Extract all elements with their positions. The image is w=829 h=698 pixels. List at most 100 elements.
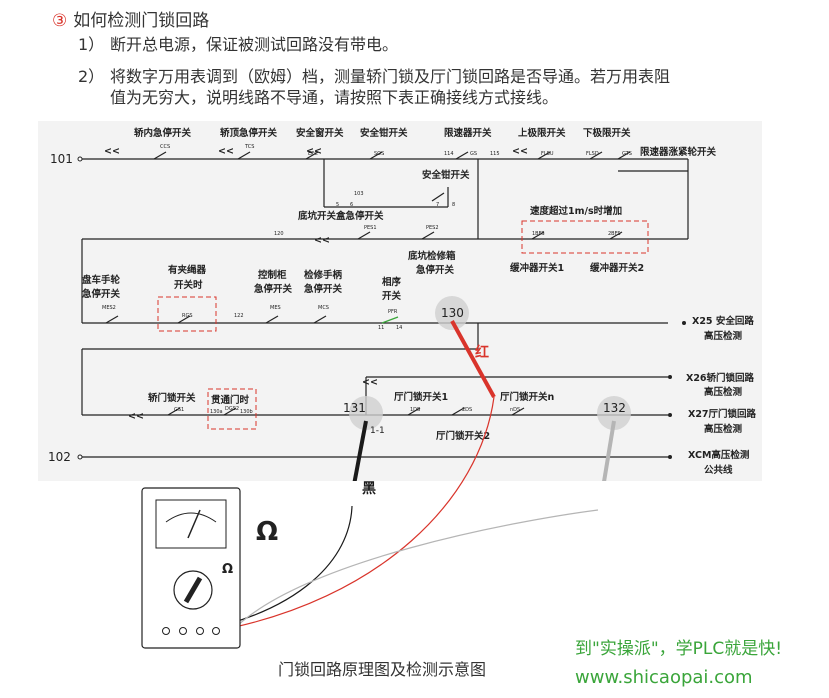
step-2-text-line2: 值为无穷大，说明线路不导通，请按照下表正确接线方式接线。 — [110, 88, 559, 107]
code-5: 5 — [336, 202, 339, 208]
step-2-text-line1: 将数字万用表调到（欧姆）档，测量轿门锁及厅门锁回路是否导通。若万用表阻 — [110, 67, 671, 86]
label-gear: 安全钳开关 — [360, 127, 408, 139]
code-114: 114 — [444, 151, 454, 157]
label-x27-2: 高压检测 — [704, 423, 743, 435]
label-x27-1: X27厅门锁回路 — [688, 408, 757, 420]
label-ctrl2: 急停开关 — [254, 283, 293, 295]
label-hand2: 急停开关 — [82, 288, 121, 300]
switch-gs1 — [167, 407, 181, 416]
label-car-door: 轿门锁开关 — [148, 392, 196, 404]
label-buffer1: 缓冲器开关1 — [510, 262, 564, 274]
switch-pfr — [381, 316, 399, 324]
xcm-node — [668, 455, 672, 459]
terminal-101-node — [77, 156, 83, 162]
label-repair2: 急停开关 — [304, 283, 343, 295]
label-gear2: 安全钳开关 — [422, 169, 470, 181]
label-upper-limit: 上极限开关 — [518, 127, 566, 139]
glyph-conn-1: << — [104, 146, 120, 157]
terminal-102: 102 — [48, 450, 71, 464]
label-pit-repair: 底坑检修箱 — [407, 250, 456, 262]
code-mes: MES — [270, 305, 281, 311]
label-pit-box: 底坑开关盒急停开关 — [297, 210, 384, 222]
glyph-conn-4: << — [512, 146, 528, 157]
label-hand1: 盘车手轮 — [82, 274, 121, 286]
switch-gear2 — [431, 192, 445, 202]
red-probe — [450, 320, 496, 398]
label-hall1: 厅门锁开关1 — [394, 391, 448, 403]
dial-pointer-icon — [183, 576, 203, 604]
code-1-1: 1-1 — [370, 426, 385, 436]
jack-1 — [162, 627, 170, 635]
label-x26-1: X26轿门锁回路 — [686, 372, 755, 384]
circuit-svg: 101 << << << << 轿内急停开关 轿顶急停开关 安全窗开关 安全钳开… — [48, 127, 757, 507]
code-gs1: GS1 — [174, 407, 184, 413]
overspeed-box — [521, 220, 649, 254]
code-130a: 130a — [210, 409, 223, 415]
code-130b: 130b — [240, 409, 253, 415]
label-governor: 限速器开关 — [444, 127, 492, 139]
promo-url[interactable]: www.shicaopai.com — [575, 667, 753, 688]
code-11: 11 — [378, 325, 384, 331]
ohm-symbol-small: Ω — [222, 562, 233, 577]
glyph-conn-3: << — [306, 146, 322, 157]
jack-4 — [212, 627, 220, 635]
meter-scale-icon — [165, 512, 217, 523]
label-lower-limit: 下极限开关 — [583, 127, 631, 139]
switch-dsn — [511, 407, 525, 416]
code-tcs: TCS — [244, 144, 254, 150]
switch-mes2 — [105, 315, 119, 324]
label-ctrl1: 控制柜 — [258, 269, 287, 281]
label-xcm-2: 公共线 — [704, 464, 733, 476]
ohm-symbol-large: Ω — [256, 517, 278, 547]
code-dsn: nDS — [510, 407, 520, 413]
through-box — [207, 388, 257, 430]
code-14: 14 — [396, 325, 402, 331]
code-dgs2: DGS2 — [225, 406, 239, 412]
switch-ds1 — [407, 407, 421, 416]
code-gts: GTS — [622, 151, 632, 157]
switch-ds2 — [451, 407, 465, 416]
x25-node — [682, 321, 686, 325]
code-gs: GS — [470, 151, 477, 157]
point-131-circle — [349, 396, 383, 430]
code-pes2: PES2 — [426, 225, 439, 231]
switch-pes2 — [421, 231, 435, 240]
label-rope2: 开关时 — [174, 279, 203, 291]
code-mes2: MES2 — [102, 305, 116, 311]
rope-box — [157, 296, 217, 332]
code-7: 7 — [436, 202, 439, 208]
code-mcs: MCS — [318, 305, 329, 311]
code-120: 120 — [274, 231, 284, 237]
promo-text: 到"实操派"，学PLC就是快! — [575, 639, 783, 659]
x26-node — [668, 375, 672, 379]
switch-tcs — [237, 151, 251, 160]
glyph-conn-6: << — [128, 411, 144, 422]
point-132: 132 — [603, 401, 626, 415]
switch-bfs2 — [609, 231, 623, 240]
point-132-circle — [597, 396, 631, 430]
code-103: 103 — [354, 191, 364, 197]
switch-flsu — [537, 151, 551, 160]
label-buffer2: 缓冲器开关2 — [590, 262, 644, 274]
code-flsu: FLSU — [541, 151, 554, 157]
label-overspeed: 速度超过1m/s时增加 — [530, 205, 622, 217]
glyph-conn-7: << — [362, 377, 378, 388]
jack-3 — [196, 627, 204, 635]
step-2-index: 2） — [78, 67, 105, 86]
switch-eec — [305, 151, 319, 160]
x27-node — [668, 413, 672, 417]
label-pit-repair2: 急停开关 — [416, 264, 455, 276]
label-top-stop: 轿顶急停开关 — [220, 127, 278, 139]
label-phase2: 开关 — [382, 290, 402, 302]
label-phase1: 相序 — [382, 276, 402, 288]
circuit-diagram: 101 << << << << 轿内急停开关 轿顶急停开关 安全窗开关 安全钳开… — [38, 121, 762, 507]
code-ds1: 1DS — [410, 407, 420, 413]
code-ds2: 2DS — [462, 407, 472, 413]
switch-dgs2 — [223, 407, 237, 416]
step-2: 2） 将数字万用表调到（欧姆）档，测量轿门锁及厅门锁回路是否导通。若万用表阻 值为… — [78, 66, 778, 108]
point-130-circle — [435, 296, 469, 330]
label-repair1: 检修手柄 — [304, 269, 343, 281]
label-x25-2: 高压检测 — [704, 330, 743, 342]
switch-pes1 — [357, 231, 371, 240]
